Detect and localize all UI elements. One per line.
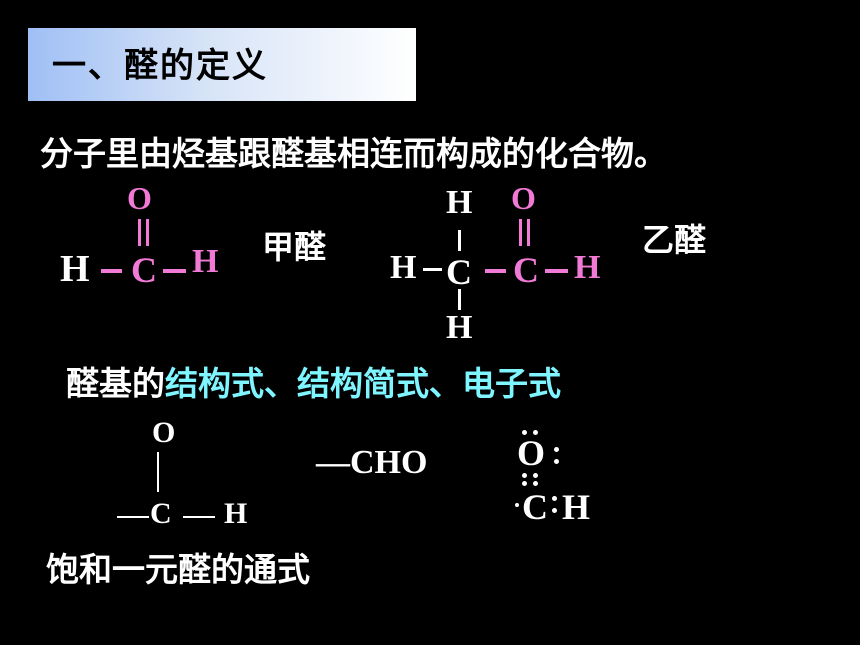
electron-oxygen: O	[517, 433, 546, 473]
page-title: 一、醛的定义	[52, 46, 268, 86]
electron-dot	[522, 481, 527, 486]
acetaldehyde-bond-right	[545, 269, 568, 273]
acetaldehyde-carbonyl-carbon: C	[513, 250, 539, 290]
formaldehyde-carbon: C	[131, 250, 157, 290]
formaldehyde-hydrogen-left: H	[60, 248, 90, 290]
acetaldehyde-oxygen: O	[511, 180, 536, 216]
acetaldehyde-name: 乙醛	[642, 221, 707, 259]
electron-dot	[515, 503, 519, 507]
acetaldehyde-bond-left	[423, 268, 442, 271]
electron-dot	[533, 473, 538, 478]
electron-dot	[552, 496, 557, 501]
general-formula-heading: 饱和一元醛的通式	[46, 550, 310, 589]
formaldehyde-double-bond-a	[138, 219, 141, 246]
acetaldehyde-bond-top	[458, 230, 461, 251]
structural-bond-left	[117, 516, 149, 518]
acetaldehyde-hydrogen-bottom: H	[446, 309, 473, 346]
electron-dot	[554, 447, 559, 452]
formaldehyde-name: 甲醛	[262, 228, 327, 266]
acetaldehyde-hydrogen-top: H	[446, 184, 473, 221]
aldehyde-group-heading: 醛基的结构式、结构简式、电子式	[66, 357, 561, 405]
formaldehyde-bond-right	[163, 269, 186, 273]
acetaldehyde-bond-cc	[485, 269, 506, 273]
electron-dot	[552, 508, 557, 513]
electron-dot	[554, 459, 559, 464]
structural-oxygen: O	[152, 416, 176, 449]
electron-dot	[533, 430, 538, 435]
structural-carbon: C	[150, 497, 172, 530]
acetaldehyde-double-bond-a	[519, 219, 522, 246]
condensed-formula: —CHO	[316, 444, 428, 481]
formaldehyde-hydrogen-right: H	[192, 243, 219, 280]
formaldehyde-oxygen: O	[127, 180, 152, 216]
electron-dot	[533, 481, 538, 486]
electron-dot	[522, 430, 527, 435]
structural-hydrogen: H	[224, 497, 248, 530]
title-banner	[28, 28, 416, 101]
acetaldehyde-hydrogen-right: H	[574, 249, 601, 286]
electron-hydrogen: H	[562, 487, 591, 527]
structural-bond-right	[183, 516, 215, 518]
acetaldehyde-double-bond-b	[527, 219, 530, 246]
formaldehyde-bond-left	[101, 269, 122, 273]
aldehyde-group-heading-highlight: 结构式、结构简式、电子式	[165, 364, 561, 403]
definition-text: 分子里由烃基跟醛基相连而构成的化合物。	[40, 134, 667, 173]
acetaldehyde-hydrogen-left: H	[390, 249, 417, 286]
electron-carbon: C	[522, 487, 548, 527]
formaldehyde-double-bond-b	[146, 219, 149, 246]
electron-dot	[522, 473, 527, 478]
acetaldehyde-bond-bottom	[458, 289, 461, 310]
structural-double-bond	[157, 452, 159, 492]
acetaldehyde-methyl-carbon: C	[446, 252, 472, 292]
aldehyde-group-heading-prefix: 醛基的	[66, 364, 165, 403]
